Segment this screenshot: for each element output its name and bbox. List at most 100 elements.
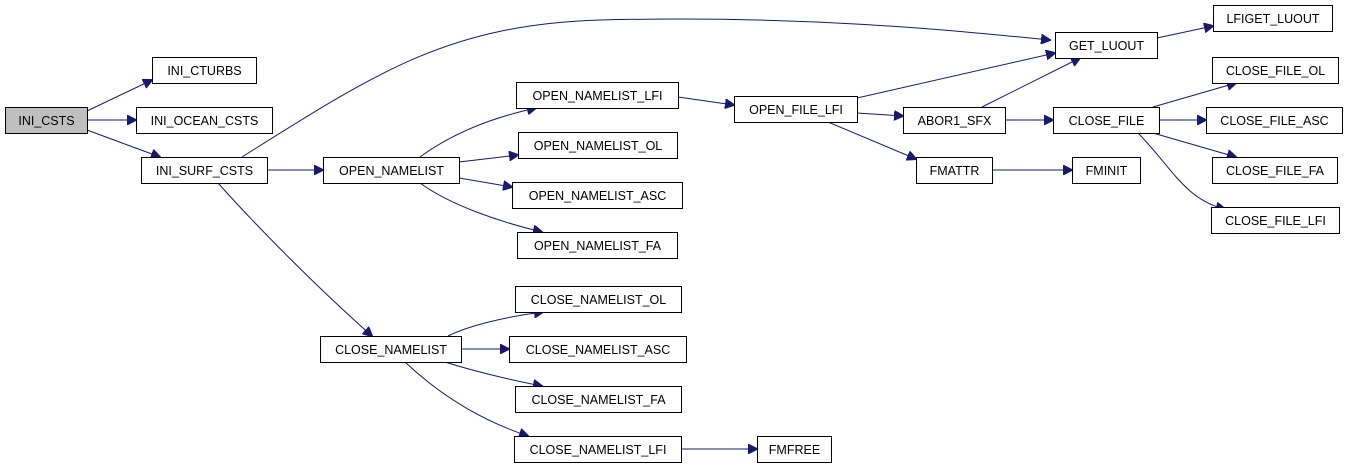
node-label: OPEN_NAMELIST_ASC xyxy=(529,189,667,203)
node-box[interactable] xyxy=(515,286,682,313)
node-ini-csts[interactable]: INI_CSTS xyxy=(5,107,88,134)
node-box[interactable] xyxy=(1053,107,1160,134)
node-box[interactable] xyxy=(323,157,460,184)
node-fmfree[interactable]: FMFREE xyxy=(757,436,832,463)
node-open-namelist-ol[interactable]: OPEN_NAMELIST_OL xyxy=(518,132,678,159)
node-label: CLOSE_FILE_FA xyxy=(1226,164,1325,178)
node-box[interactable] xyxy=(1211,207,1340,234)
node-label: CLOSE_NAMELIST_OL xyxy=(531,293,667,307)
node-close-file[interactable]: CLOSE_FILE xyxy=(1053,107,1160,134)
node-box[interactable] xyxy=(1212,157,1338,184)
node-label: OPEN_NAMELIST_OL xyxy=(534,139,663,153)
edge-close-file-to-close-file-lfi xyxy=(1137,132,1225,209)
node-box[interactable] xyxy=(517,232,678,259)
node-get-luout[interactable]: GET_LUOUT xyxy=(1055,32,1158,59)
node-label: OPEN_FILE_LFI xyxy=(749,103,843,117)
node-label: CLOSE_FILE_OL xyxy=(1226,64,1325,78)
node-box[interactable] xyxy=(916,157,993,184)
edge-ini-csts-to-ini-cturbs xyxy=(86,80,152,112)
node-label: LFIGET_LUOUT xyxy=(1226,12,1319,26)
node-open-namelist-asc[interactable]: OPEN_NAMELIST_ASC xyxy=(512,182,683,209)
node-label: INI_CSTS xyxy=(18,114,74,128)
node-label: CLOSE_NAMELIST xyxy=(335,343,447,357)
node-close-file-lfi[interactable]: CLOSE_FILE_LFI xyxy=(1211,207,1340,234)
edge-open-namelist-to-open-namelist-lfi xyxy=(419,108,536,158)
edge-open-namelist-lfi-to-open-file-lfi xyxy=(677,96,734,105)
edge-close-namelist-to-close-namelist-ol xyxy=(447,312,543,337)
node-label: FMATTR xyxy=(930,164,980,178)
node-close-namelist-fa[interactable]: CLOSE_NAMELIST_FA xyxy=(515,386,682,413)
node-label: GET_LUOUT xyxy=(1069,39,1144,53)
node-box[interactable] xyxy=(1212,57,1339,84)
node-close-file-fa[interactable]: CLOSE_FILE_FA xyxy=(1212,157,1338,184)
node-close-namelist-asc[interactable]: CLOSE_NAMELIST_ASC xyxy=(509,336,687,363)
edge-open-file-lfi-to-fmattr xyxy=(827,121,916,159)
node-label: CLOSE_FILE_LFI xyxy=(1225,214,1326,228)
node-box[interactable] xyxy=(1072,157,1141,184)
node-box[interactable] xyxy=(136,107,273,134)
node-label: CLOSE_NAMELIST_LFI xyxy=(530,443,667,457)
node-box[interactable] xyxy=(515,386,682,413)
node-open-namelist[interactable]: OPEN_NAMELIST xyxy=(323,157,460,184)
node-close-namelist-ol[interactable]: CLOSE_NAMELIST_OL xyxy=(515,286,682,313)
edge-open-file-lfi-to-get-luout xyxy=(856,53,1055,99)
node-fmattr[interactable]: FMATTR xyxy=(916,157,993,184)
node-lfiget-luout[interactable]: LFIGET_LUOUT xyxy=(1213,5,1333,32)
node-box[interactable] xyxy=(734,96,858,123)
node-box[interactable] xyxy=(509,336,687,363)
node-box[interactable] xyxy=(512,182,683,209)
node-label: FMFREE xyxy=(769,443,820,457)
node-label: CLOSE_FILE_ASC xyxy=(1220,114,1328,128)
edge-open-namelist-to-open-namelist-asc xyxy=(458,177,512,187)
node-box[interactable] xyxy=(1213,5,1333,32)
edge-ini-surf-csts-to-close-namelist xyxy=(217,182,372,336)
node-close-namelist[interactable]: CLOSE_NAMELIST xyxy=(320,336,462,363)
node-box[interactable] xyxy=(5,107,88,134)
node-close-namelist-lfi[interactable]: CLOSE_NAMELIST_LFI xyxy=(514,436,682,463)
node-box[interactable] xyxy=(152,57,257,84)
node-ini-cturbs[interactable]: INI_CTURBS xyxy=(152,57,257,84)
node-box[interactable] xyxy=(1206,107,1343,134)
node-box[interactable] xyxy=(1055,32,1158,59)
edge-open-file-lfi-to-abor1-sfx xyxy=(856,113,903,116)
node-label: OPEN_NAMELIST_LFI xyxy=(533,89,663,103)
node-box[interactable] xyxy=(518,132,678,159)
edge-ini-csts-to-ini-surf-csts xyxy=(86,129,160,157)
edge-open-namelist-to-open-namelist-ol xyxy=(458,155,518,163)
node-open-namelist-fa[interactable]: OPEN_NAMELIST_FA xyxy=(517,232,678,259)
node-ini-ocean-csts[interactable]: INI_OCEAN_CSTS xyxy=(136,107,273,134)
edge-close-file-to-close-file-fa xyxy=(1152,132,1236,157)
node-label: CLOSE_FILE xyxy=(1069,114,1145,128)
node-label: OPEN_NAMELIST_FA xyxy=(534,239,662,253)
edge-close-namelist-to-close-namelist-fa xyxy=(444,361,542,386)
edge-open-namelist-to-open-namelist-fa xyxy=(419,182,542,232)
edge-get-luout-to-lfiget-luout xyxy=(1156,26,1213,39)
node-close-file-ol[interactable]: CLOSE_FILE_OL xyxy=(1212,57,1339,84)
node-label: CLOSE_NAMELIST_FA xyxy=(531,393,666,407)
node-box[interactable] xyxy=(516,82,679,109)
node-ini-surf-csts[interactable]: INI_SURF_CSTS xyxy=(141,157,268,184)
edge-close-namelist-to-close-namelist-lfi xyxy=(404,361,528,436)
node-box[interactable] xyxy=(903,107,1006,134)
node-box[interactable] xyxy=(514,436,682,463)
edge-close-file-to-close-file-ol xyxy=(1152,83,1236,108)
node-open-file-lfi[interactable]: OPEN_FILE_LFI xyxy=(734,96,858,123)
node-label: INI_OCEAN_CSTS xyxy=(151,114,259,128)
node-box[interactable] xyxy=(320,336,462,363)
node-label: INI_CTURBS xyxy=(167,64,241,78)
node-box[interactable] xyxy=(757,436,832,463)
node-box[interactable] xyxy=(141,157,268,184)
node-fminit[interactable]: FMINIT xyxy=(1072,157,1141,184)
nodes-layer: INI_CSTS INI_CTURBS INI_OCEAN_CSTS INI_SURF… xyxy=(5,5,1343,463)
edge-abor1-sfx-to-get-luout xyxy=(981,58,1080,108)
node-label: ABOR1_SFX xyxy=(918,114,992,128)
node-label: CLOSE_NAMELIST_ASC xyxy=(526,343,671,357)
edges-layer xyxy=(86,18,1236,449)
edge-ini-surf-csts-to-get-luout xyxy=(241,18,1050,158)
node-close-file-asc[interactable]: CLOSE_FILE_ASC xyxy=(1206,107,1343,134)
node-label: OPEN_NAMELIST xyxy=(339,164,444,178)
node-abor1-sfx[interactable]: ABOR1_SFX xyxy=(903,107,1006,134)
node-open-namelist-lfi[interactable]: OPEN_NAMELIST_LFI xyxy=(516,82,679,109)
node-label: INI_SURF_CSTS xyxy=(156,164,253,178)
